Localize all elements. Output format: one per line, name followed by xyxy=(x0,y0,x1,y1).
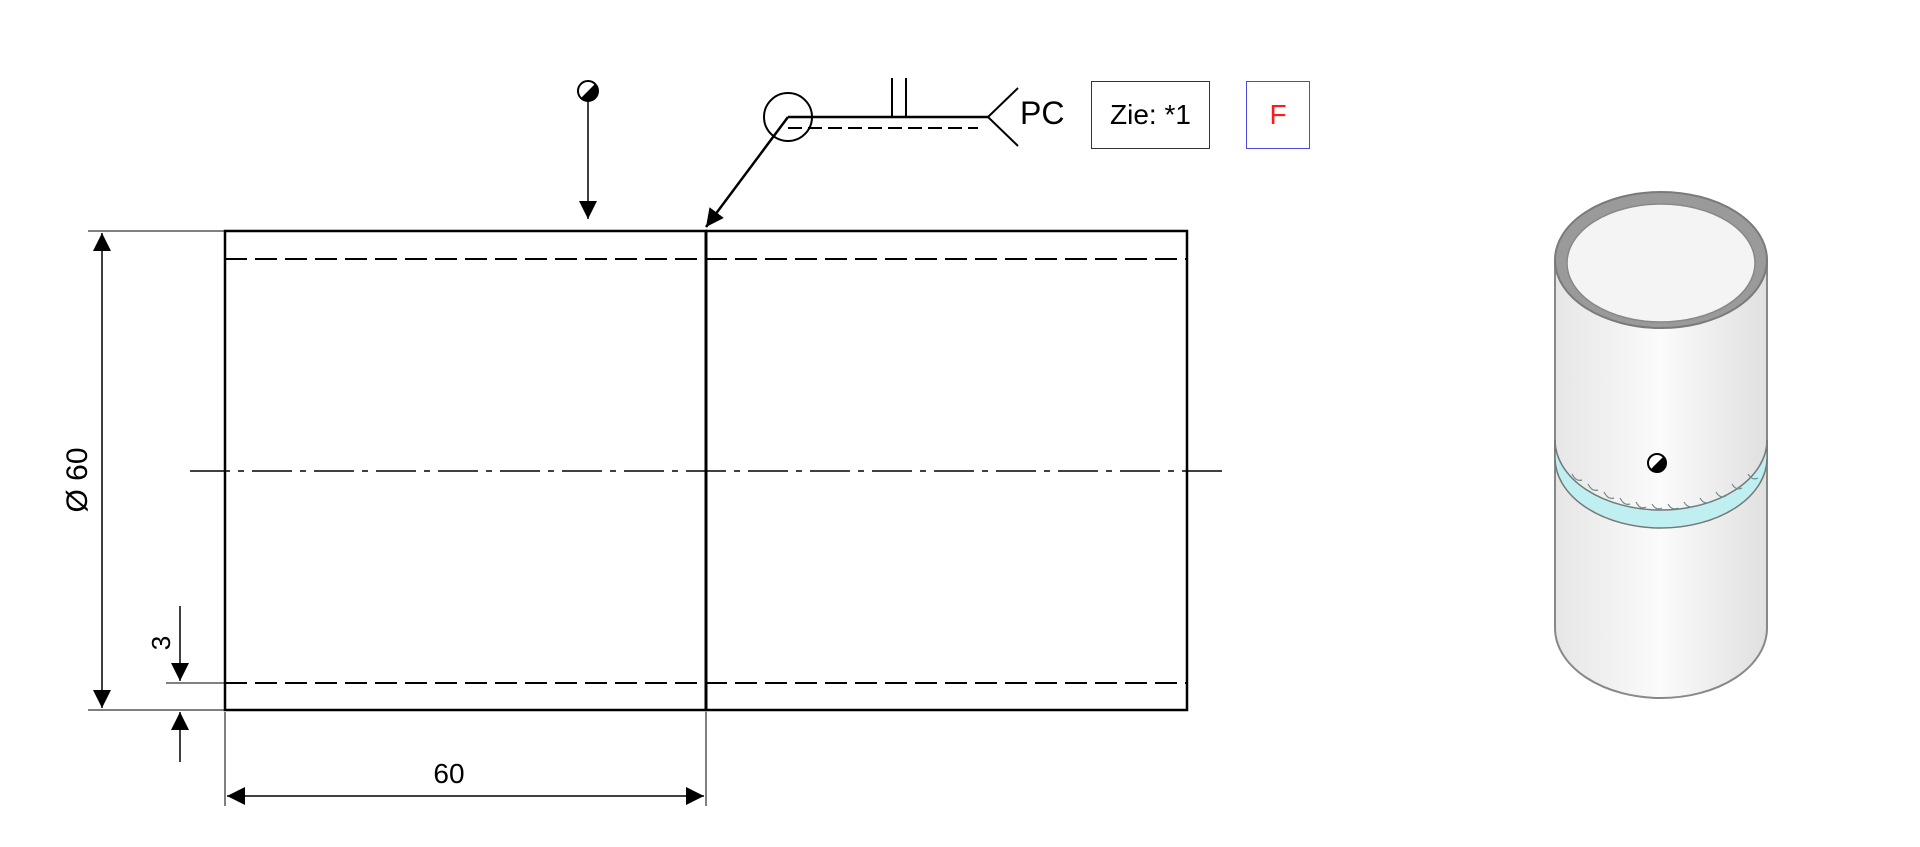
half-filled-circle-fill xyxy=(580,83,599,102)
weld-arrow-line xyxy=(704,116,790,228)
tail-lower xyxy=(987,116,1019,147)
pipe-side-view xyxy=(190,229,1222,712)
weld-bead xyxy=(1554,439,1768,529)
weld-symbol xyxy=(704,78,1019,228)
wall-thickness-label: 3 xyxy=(146,636,176,650)
weld-start-marker xyxy=(577,80,599,219)
reference-note-box: Zie: *1 xyxy=(1091,81,1210,149)
pipe-rim-inner xyxy=(1566,203,1756,323)
pipe-body xyxy=(1554,259,1768,699)
diameter-label: Ø 60 xyxy=(61,447,94,512)
pipe-isometric-view xyxy=(1554,191,1768,699)
iso-half-filled-circle-fill xyxy=(1650,456,1667,473)
length-dimension: 60 xyxy=(224,712,707,806)
flag-box: F xyxy=(1246,81,1310,149)
weld-position-label: PC xyxy=(1020,95,1065,131)
weld-ripples xyxy=(1571,473,1759,510)
length-label: 60 xyxy=(433,758,464,789)
diameter-dimension: Ø 60 xyxy=(61,230,225,711)
wall-thickness-dimension: 3 xyxy=(146,606,225,762)
tail-upper xyxy=(987,87,1019,118)
